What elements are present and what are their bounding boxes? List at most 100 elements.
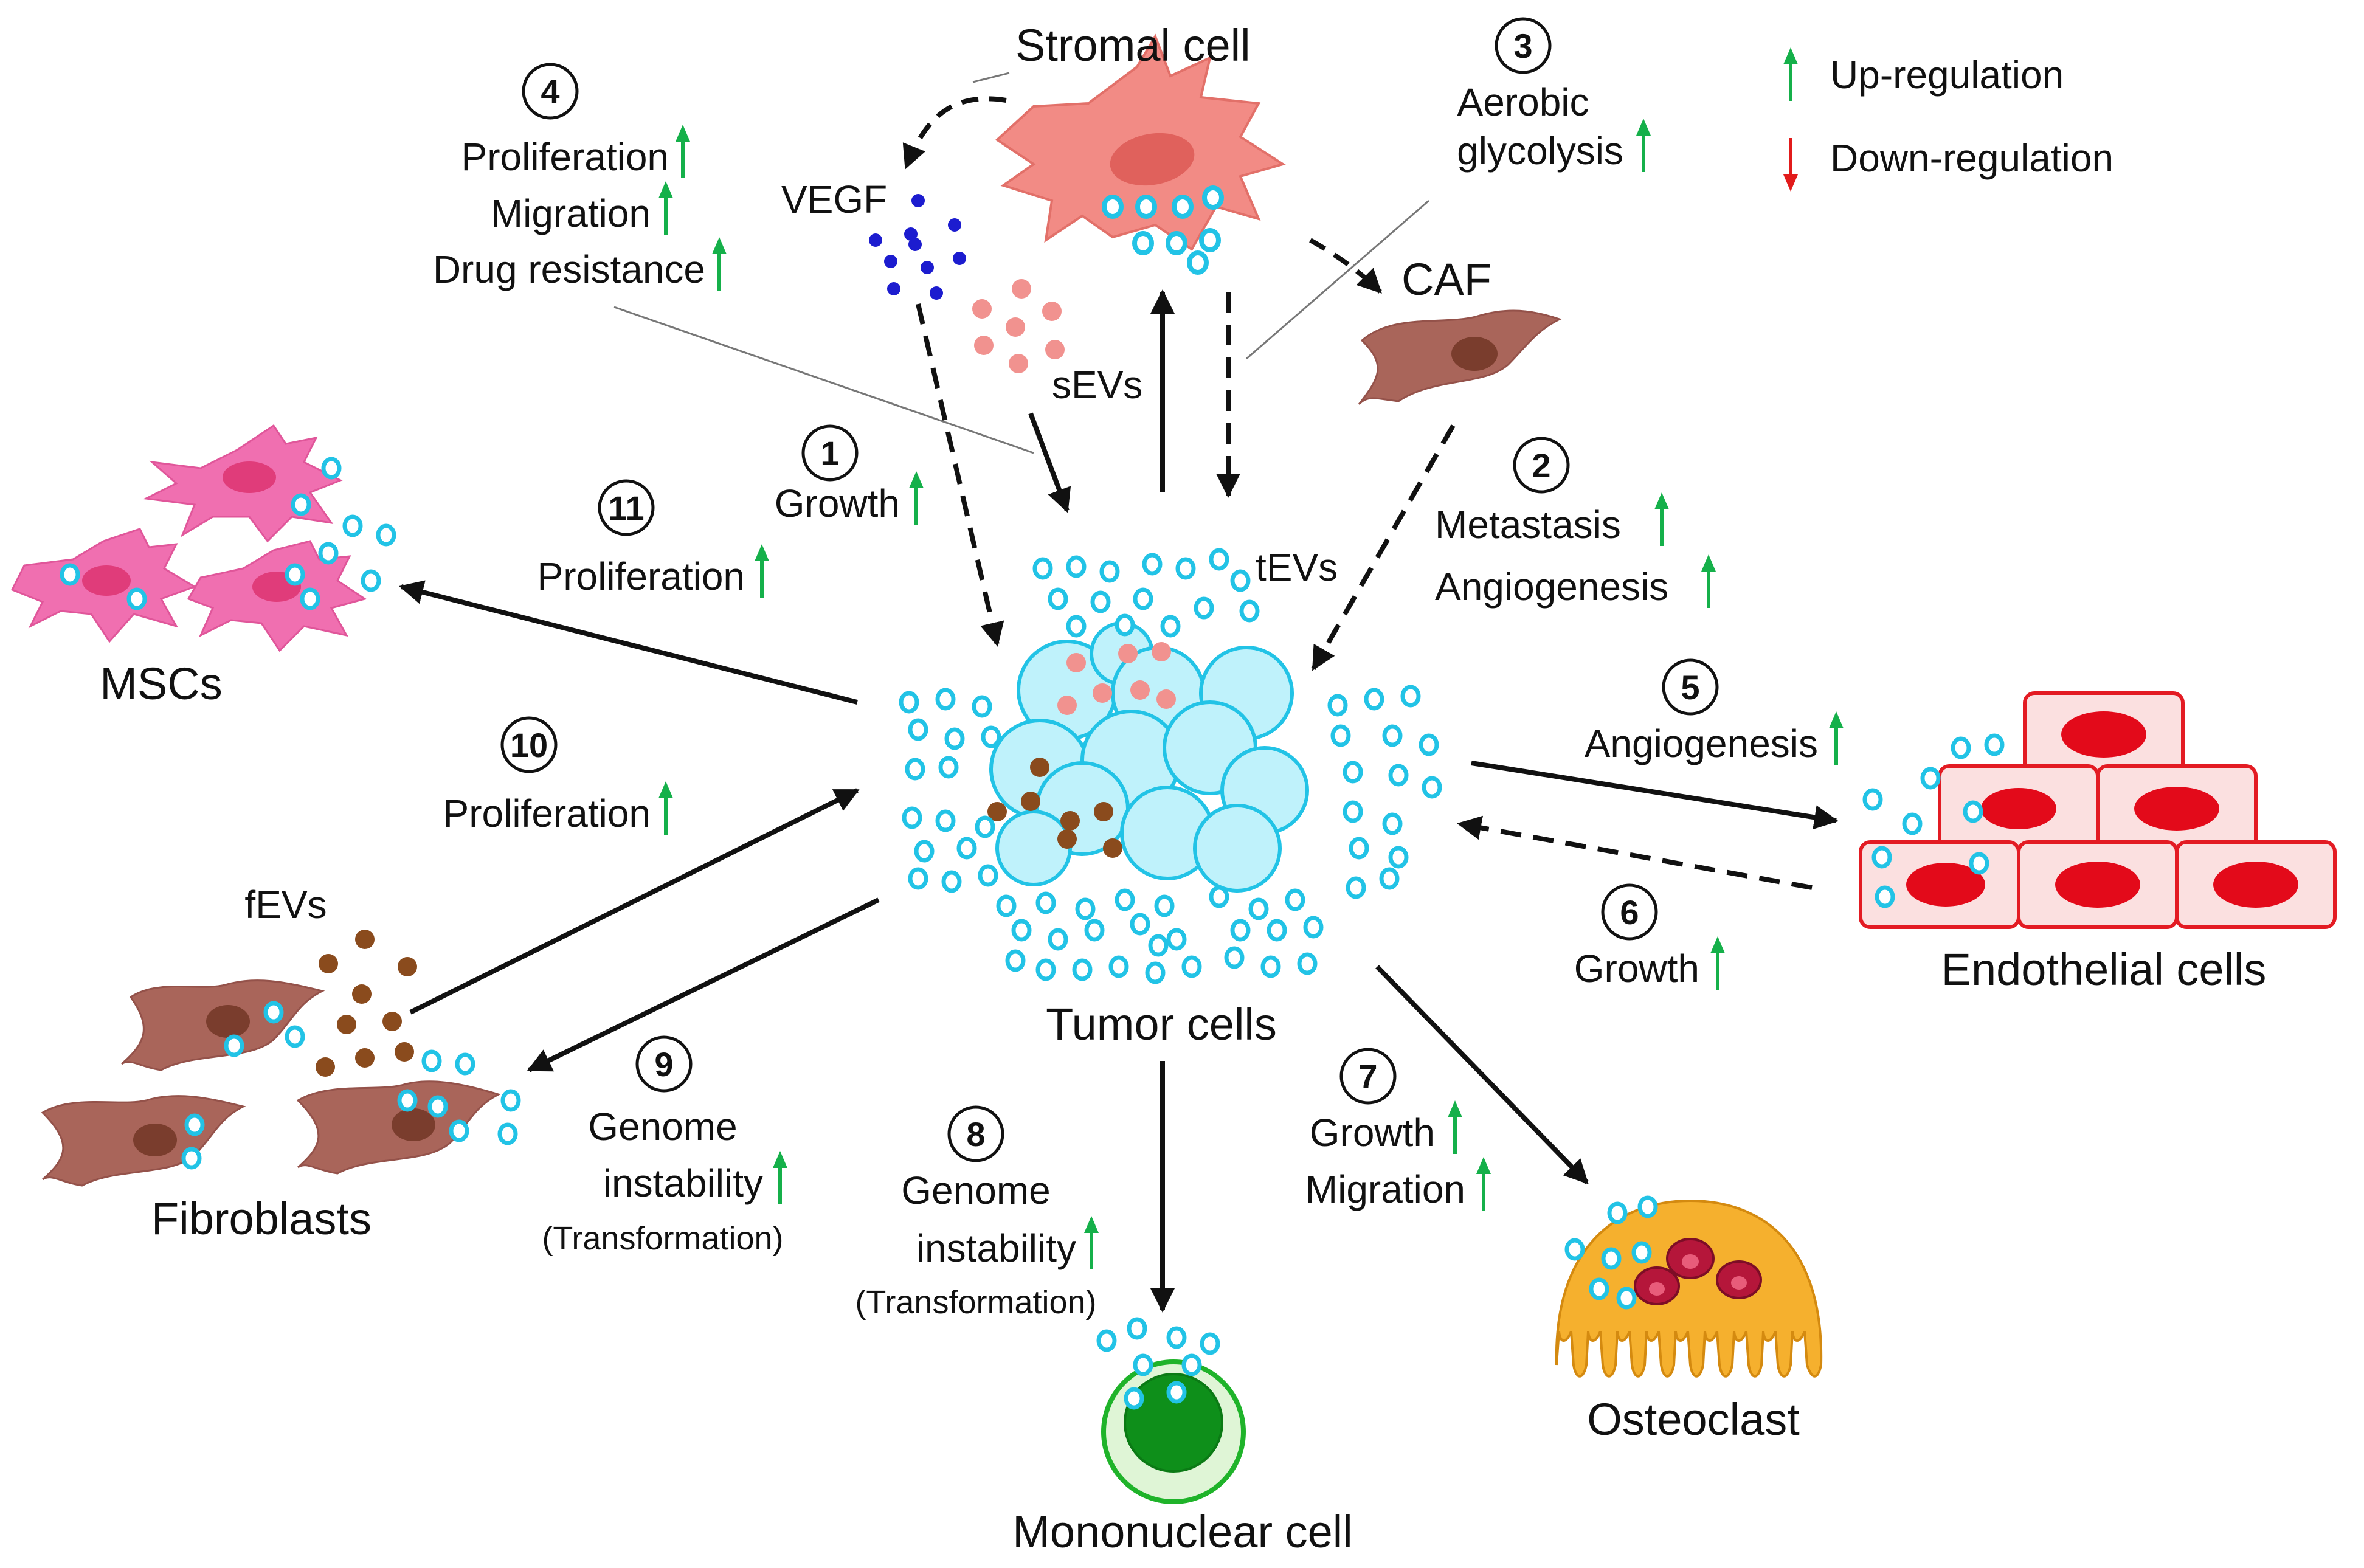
tumor-to-endothelial-arrow xyxy=(1471,761,1839,830)
tumor-ev xyxy=(1035,891,1056,914)
tumor-ev xyxy=(908,867,928,890)
tumor-ev xyxy=(1175,557,1196,580)
tumor-ev xyxy=(1388,764,1409,787)
effect-4-up-arrow-2-icon xyxy=(658,181,673,235)
tumor-ev xyxy=(1142,553,1163,576)
effect-9-up-arrow-icon xyxy=(773,1151,787,1204)
mscs-graphic xyxy=(10,424,367,652)
fibroblasts-evs xyxy=(181,1001,521,1170)
tumor-ev xyxy=(981,725,1001,748)
effect-6-up-arrow-icon xyxy=(1710,936,1725,990)
tumor-ev xyxy=(905,758,925,781)
tumor-ev xyxy=(1209,548,1229,571)
tumor-ev xyxy=(1130,913,1150,936)
effect-5-up-arrow-icon xyxy=(1829,711,1844,765)
effect-2-up-arrow-2-icon xyxy=(1701,554,1716,608)
tumor-ev xyxy=(972,695,992,718)
tumor-ev xyxy=(1327,694,1348,717)
tumor-ev-cloud xyxy=(899,548,1442,984)
fibroblasts-graphic xyxy=(41,979,502,1187)
tumor-ev xyxy=(1382,812,1403,835)
vegf-label: VEGF xyxy=(781,178,887,221)
effect-11-number: 11 xyxy=(608,489,644,527)
tumor-ev xyxy=(1048,587,1068,610)
tumor-ev xyxy=(941,870,962,893)
tumor-ev xyxy=(1115,888,1135,911)
tumor-ev xyxy=(996,894,1017,917)
legend-down-label: Down-regulation xyxy=(1830,136,2113,180)
caf-label: CAF xyxy=(1401,254,1491,305)
effect-2-up-arrow-1-icon xyxy=(1654,492,1669,546)
stromal-to-caf-arrow xyxy=(1309,238,1382,294)
effect-10-line-1: Proliferation xyxy=(443,792,651,835)
tumor-internal-fevs xyxy=(987,758,1122,858)
stromal-to-vegf-arrow xyxy=(902,96,1007,170)
tumor-ev xyxy=(1084,919,1105,942)
vegf-dots xyxy=(869,194,966,300)
tumor-to-mscs-arrow xyxy=(399,580,858,705)
mononuclear-cell-graphic xyxy=(1096,1317,1246,1504)
effect-7-number: 7 xyxy=(1358,1057,1377,1096)
effect-2-line-1: Metastasis xyxy=(1435,503,1621,547)
effect-10-number: 10 xyxy=(510,726,548,764)
effect-3-line-2: glycolysis xyxy=(1457,129,1623,173)
tumor-cells-label: Tumor cells xyxy=(1046,999,1277,1049)
tumor-ev xyxy=(1090,590,1111,613)
effect-2: 2 Metastasis Angiogenesis xyxy=(1435,437,1716,609)
tumor-ev xyxy=(1330,724,1351,747)
caf-to-tumor-arrow xyxy=(1311,424,1456,671)
tumor-ev xyxy=(1349,837,1369,860)
effect-10: 10 Proliferation xyxy=(443,716,674,835)
endothelial-cells-graphic xyxy=(1859,691,2337,929)
effect-7: 7 Growth Migration xyxy=(1305,1048,1491,1211)
effect-9: 9 Genome instability (Transformation) xyxy=(542,1035,787,1257)
fibroblasts-label: Fibroblasts xyxy=(151,1193,372,1244)
stromal-ev-cluster xyxy=(1102,185,1224,275)
tumor-ev xyxy=(1099,560,1120,583)
tumor-to-osteoclast-arrow xyxy=(1375,965,1589,1184)
tumor-ev xyxy=(1048,928,1068,951)
mononuclear-cell-label: Mononuclear cell xyxy=(1012,1507,1352,1557)
tumor-ev xyxy=(1303,916,1324,939)
vegf-to-tumor-arrow xyxy=(916,303,1004,647)
effect-3-number: 3 xyxy=(1513,27,1532,65)
tumor-ev xyxy=(1181,955,1202,978)
tumor-ev xyxy=(1422,776,1442,799)
effect-9-number: 9 xyxy=(654,1045,673,1083)
effect-6-number: 6 xyxy=(1620,893,1639,931)
effect-7-line-2: Migration xyxy=(1305,1167,1465,1211)
down-regulation-arrow-icon xyxy=(1783,138,1798,192)
tumor-ev xyxy=(1075,897,1096,920)
tumor-ev xyxy=(935,809,956,832)
effect-4-line-1: Proliferation xyxy=(461,135,669,179)
tumor-ev xyxy=(1160,615,1181,638)
tumor-ev xyxy=(956,837,977,860)
fevs-dots xyxy=(316,930,417,1077)
tumor-internal-sevs xyxy=(1057,642,1176,715)
tumor-ev xyxy=(1388,846,1409,869)
osteoclast-label: Osteoclast xyxy=(1587,1394,1800,1445)
tumor-ev xyxy=(899,691,919,714)
tumor-ev xyxy=(1166,928,1187,951)
tumor-ev xyxy=(1209,885,1229,908)
leader-line-3 xyxy=(1246,199,1429,360)
tumor-ev xyxy=(1239,599,1260,623)
tumor-to-fibroblasts-arrow xyxy=(527,897,880,1072)
tumor-ev xyxy=(1343,800,1363,823)
effect-8-number: 8 xyxy=(966,1115,985,1153)
tumor-ev xyxy=(1194,596,1214,620)
tumor-ev xyxy=(1248,897,1269,920)
effect-6-line-1: Growth xyxy=(1574,947,1699,990)
tumor-ev xyxy=(1148,934,1169,957)
effect-8-line-2: instability xyxy=(916,1226,1076,1270)
legend-up-label: Up-regulation xyxy=(1830,53,2064,97)
leader-line-4 xyxy=(613,306,1034,454)
effect-9-line-1: Genome xyxy=(588,1105,737,1148)
tumor-ev xyxy=(1133,587,1153,610)
sevs-dots xyxy=(972,279,1065,373)
tumor-ev xyxy=(1379,867,1400,890)
effect-7-line-1: Growth xyxy=(1310,1111,1435,1155)
effect-1-number: 1 xyxy=(820,434,839,472)
sevs-label: sEVs xyxy=(1052,363,1142,407)
